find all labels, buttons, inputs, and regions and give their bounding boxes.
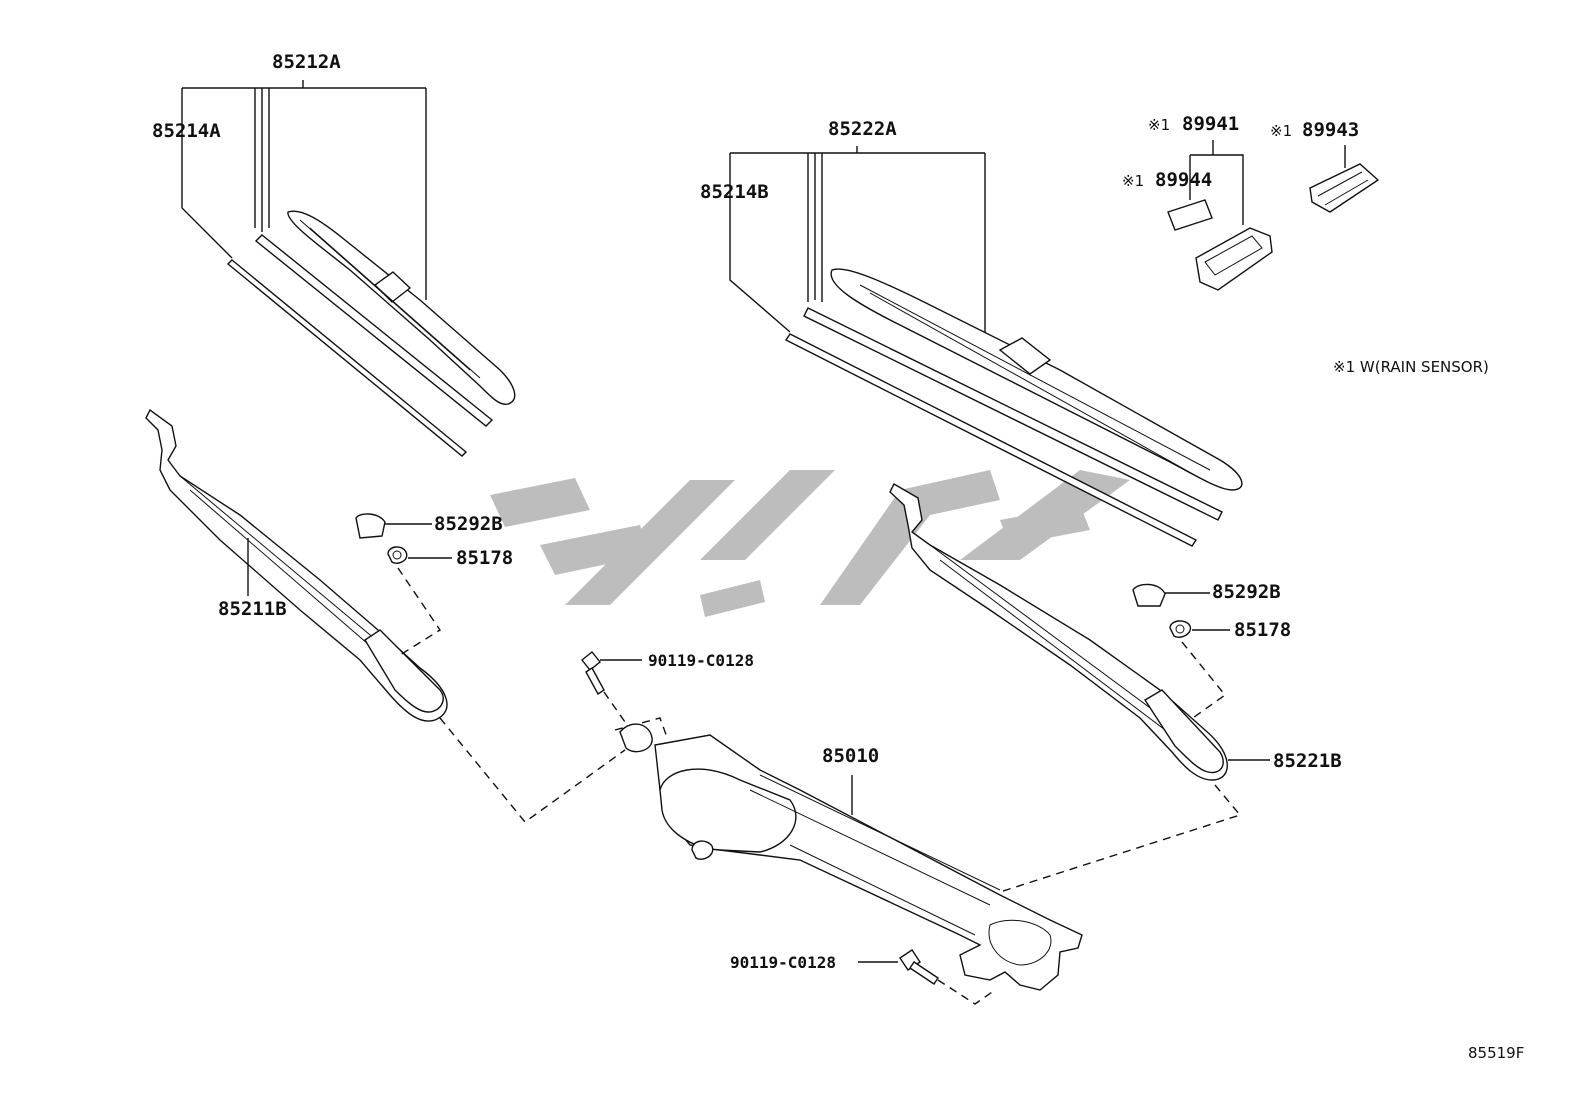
- label-85214B: 85214B: [700, 181, 769, 203]
- label-85221B: 85221B: [1273, 750, 1342, 772]
- label-89941: 89941: [1182, 113, 1239, 135]
- label-89944-mark: ※1: [1122, 172, 1144, 190]
- figure-code: 85519F: [1468, 1044, 1524, 1062]
- label-89941-mark: ※1: [1148, 116, 1170, 134]
- label-85178-right: 85178: [1234, 619, 1291, 641]
- label-90119-C0128-top: 90119-C0128: [648, 651, 754, 670]
- label-85211B: 85211B: [218, 598, 287, 620]
- right-wiper-blade-group: [729, 146, 1243, 547]
- note-rain-sensor: ※1 W(RAIN SENSOR): [1333, 358, 1489, 376]
- label-89943: 89943: [1302, 119, 1359, 141]
- part-labels: 85212A 85214A 85222A 85214B ※1 89941 ※1 …: [152, 51, 1524, 1062]
- left-wiper-blade-group: [181, 80, 516, 457]
- wiper-motor-link-group: [614, 717, 1083, 991]
- label-85178-left: 85178: [456, 547, 513, 569]
- label-85212A: 85212A: [272, 51, 341, 73]
- label-85222A: 85222A: [828, 118, 897, 140]
- right-cap-nut-group: [999, 583, 1242, 893]
- label-85214A: 85214A: [152, 120, 221, 142]
- bolt-top-group: [581, 651, 642, 723]
- left-cap-nut-group: [355, 513, 626, 823]
- right-wiper-arm-group: [889, 483, 1270, 781]
- label-90119-C0128-bottom: 90119-C0128: [730, 953, 836, 972]
- label-85010: 85010: [822, 745, 879, 767]
- label-89944: 89944: [1155, 169, 1212, 191]
- left-wiper-arm-group: [145, 408, 448, 722]
- rain-sensor-group: [1167, 140, 1380, 291]
- label-89943-mark: ※1: [1270, 122, 1292, 140]
- label-85292B-right: 85292B: [1212, 581, 1281, 603]
- label-85292B-left: 85292B: [434, 513, 503, 535]
- watermark-logo: [490, 470, 1130, 617]
- bolt-bottom-group: [858, 949, 996, 1005]
